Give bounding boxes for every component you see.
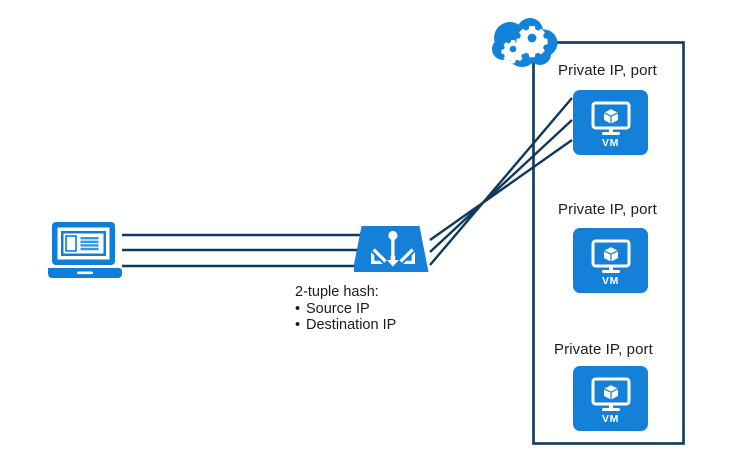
load-balancer-icon <box>354 226 429 272</box>
hash-item-list: Source IP Destination IP <box>295 301 396 334</box>
vm-icon <box>591 239 631 273</box>
backend-label-3: Private IP, port <box>554 341 653 358</box>
backend-label-2: Private IP, port <box>558 201 657 218</box>
lb-to-backend-lines <box>429 97 573 266</box>
cloud-gears-icon <box>492 18 558 67</box>
client-to-lb-lines <box>122 233 360 268</box>
vm-icon <box>591 101 631 135</box>
backend-vm-tile-2[interactable]: VM <box>573 228 648 293</box>
hash-title: 2-tuple hash: <box>295 284 379 300</box>
hash-item: Source IP <box>295 301 396 318</box>
vm-tile-text: VM <box>602 413 619 425</box>
backend-vm-tile-1[interactable]: VM <box>573 90 648 155</box>
backend-vm-tile-3[interactable]: VM <box>573 366 648 431</box>
hash-item: Destination IP <box>295 317 396 334</box>
vm-tile-text: VM <box>602 137 619 149</box>
vm-icon <box>591 377 631 411</box>
vm-tile-text: VM <box>602 275 619 287</box>
hash-description: 2-tuple hash: Source IP Destination IP <box>295 284 396 334</box>
laptop-icon <box>48 222 122 278</box>
backend-label-1: Private IP, port <box>558 62 657 79</box>
